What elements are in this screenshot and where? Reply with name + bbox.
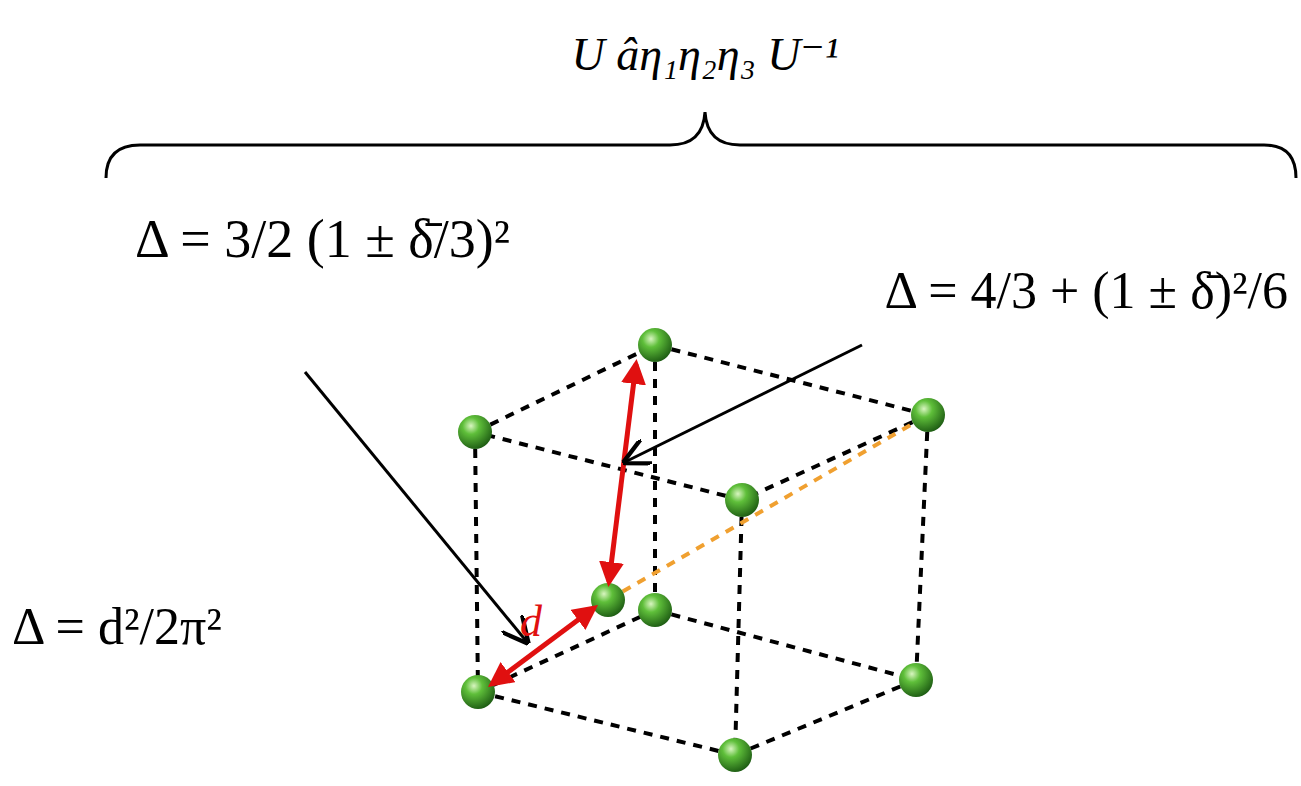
- curly-brace: [106, 112, 1296, 178]
- leader-arrow: [305, 372, 527, 642]
- operator-label: U âη₁η₂η₃ U⁻¹: [572, 30, 839, 81]
- spheres: [458, 328, 945, 772]
- formula-label: Δ = 3/2 (1 ± δ̄/3)²: [135, 210, 510, 269]
- body-diagonal: [608, 415, 928, 600]
- distance-arrow: [609, 364, 636, 582]
- formula-label: Δ = d²/2π²: [12, 598, 222, 655]
- distance-label: d: [520, 598, 542, 646]
- cube-edges: [475, 345, 928, 755]
- formula-label: Δ = 4/3 + (1 ± δ̄)²/6: [885, 262, 1288, 319]
- leader-arrow: [625, 345, 862, 462]
